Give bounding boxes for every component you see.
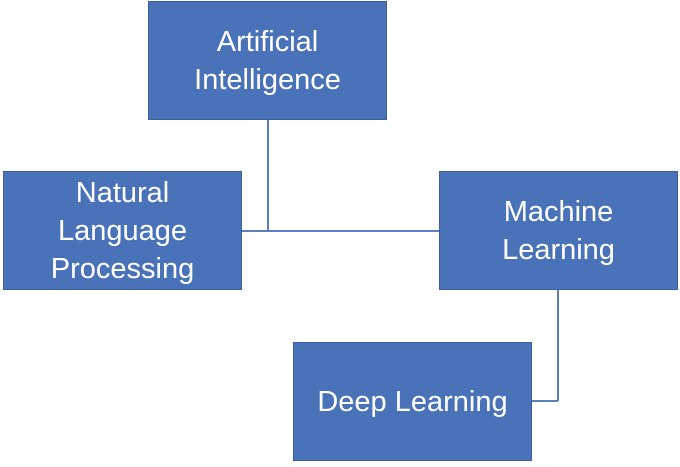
node-label: Deep Learning — [317, 385, 508, 418]
node-natural-language-processing: Natural Language Processing — [3, 171, 242, 290]
node-deep-learning: Deep Learning — [293, 342, 532, 461]
node-machine-learning: Machine Learning — [439, 171, 678, 290]
node-label: Natural Language Processing — [50, 176, 195, 285]
node-label: Machine Learning — [502, 195, 615, 266]
node-label: Artificial Intelligence — [194, 25, 341, 96]
node-artificial-intelligence: Artificial Intelligence — [148, 1, 387, 120]
